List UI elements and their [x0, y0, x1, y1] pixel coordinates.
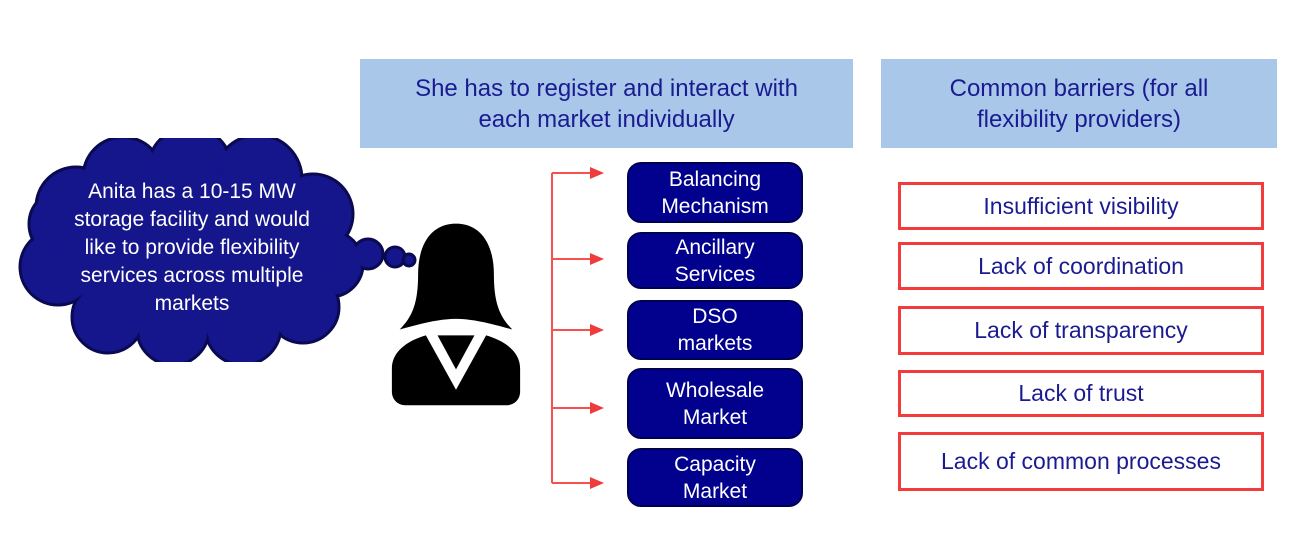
market-box-ancillary-services: Ancillary Services	[627, 232, 803, 289]
thought-trail-bubble-small	[401, 252, 417, 268]
barrier-box-lack-of-trust: Lack of trust	[898, 370, 1264, 417]
market-box-dso-markets: DSO markets	[627, 300, 803, 360]
barrier-box-insufficient-visibility: Insufficient visibility	[898, 182, 1264, 230]
thought-cloud: Anita has a 10-15 MW storage facility an…	[18, 125, 418, 367]
arrowhead-icon	[590, 402, 604, 414]
markets-section-header: She has to register and interact with ea…	[360, 59, 853, 148]
thought-bubble-text: Anita has a 10-15 MW storage facility an…	[74, 180, 310, 315]
businesswoman-silhouette-icon	[391, 223, 521, 406]
thought-cloud-shape	[18, 125, 417, 367]
arrowhead-icon	[590, 324, 604, 336]
anita-person-icon	[388, 220, 524, 406]
barrier-box-lack-of-common-processes: Lack of common processes	[898, 432, 1264, 491]
market-box-capacity-market: Capacity Market	[627, 448, 803, 507]
barrier-box-lack-of-transparency: Lack of transparency	[898, 306, 1264, 355]
arrowhead-icon	[590, 253, 604, 265]
barrier-box-lack-of-coordination: Lack of coordination	[898, 242, 1264, 290]
market-connector-arrows	[544, 164, 610, 490]
arrowhead-icon	[590, 167, 604, 179]
market-box-balancing-mechanism: Balancing Mechanism	[627, 162, 803, 223]
market-box-wholesale-market: Wholesale Market	[627, 368, 803, 439]
barriers-section-header: Common barriers (for all flexibility pro…	[881, 59, 1277, 148]
connector-arrows-graphic	[551, 167, 604, 489]
arrowhead-icon	[590, 477, 604, 489]
